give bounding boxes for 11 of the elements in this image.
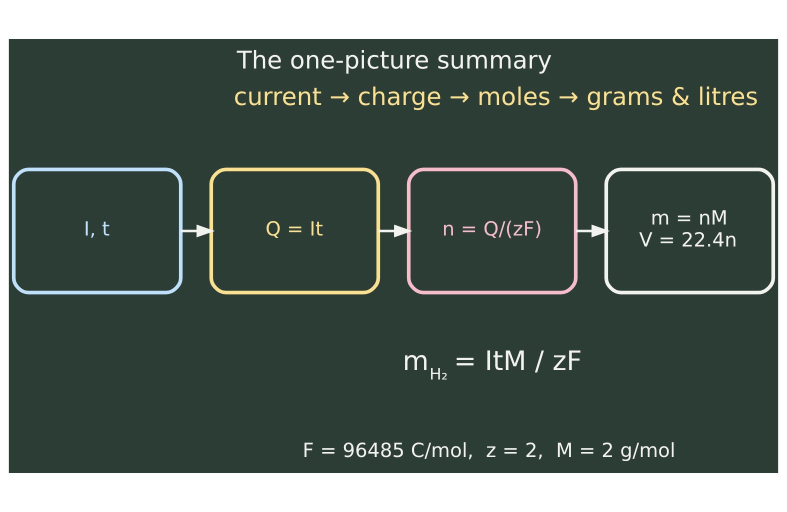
diagram-title: The one-picture summary bbox=[236, 45, 552, 74]
node-box: n = Q/(zF) bbox=[406, 168, 578, 294]
node-box: I, t bbox=[12, 168, 183, 294]
arrow bbox=[378, 224, 412, 238]
label: current → charge → moles → grams & litres bbox=[234, 82, 758, 111]
node-box: m = nM V = 22.4n bbox=[604, 168, 776, 294]
arrow bbox=[180, 224, 215, 238]
arrow bbox=[576, 224, 610, 238]
node-box: Q = It bbox=[209, 168, 380, 294]
label: m$_{H₂}$ = ItM / zF bbox=[402, 346, 582, 384]
label: F = 96485 C/mol, z = 2, M = 2 g/mol bbox=[302, 438, 676, 462]
